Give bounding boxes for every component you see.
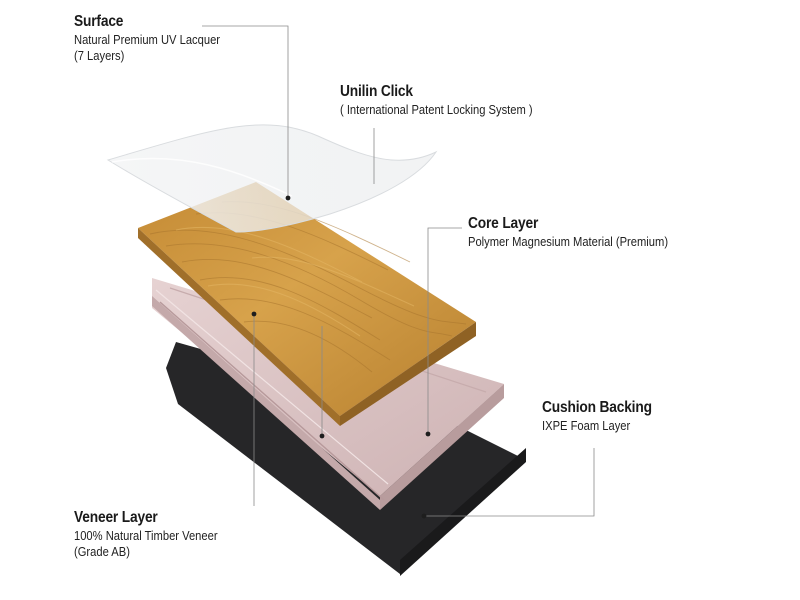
callout-surface-line1: Natural Premium UV Lacquer: [74, 32, 221, 47]
leader-lines: [202, 25, 595, 517]
film-sheet: [106, 124, 438, 233]
callout-cushion-line1: IXPE Foam Layer: [542, 418, 631, 433]
callout-core-line1: Polymer Magnesium Material (Premium): [468, 234, 669, 249]
wood-grain-light: [175, 226, 415, 337]
surface-lacquer-film: [106, 124, 438, 233]
leader-dots: [251, 195, 431, 519]
callout-unilin-title: Unilin Click: [340, 83, 413, 100]
callout-veneer-line2: (Grade AB): [74, 544, 130, 560]
core-groove-2: [155, 289, 389, 485]
callout-veneer-line1: 100% Natural Timber Veneer: [74, 528, 218, 543]
callout-core: Core Layer Polymer Magnesium Material (P…: [468, 214, 701, 250]
callout-core-title: Core Layer: [468, 215, 539, 232]
callout-veneer-title: Veneer Layer: [74, 509, 158, 526]
leader-surface: [202, 25, 289, 198]
dot-core: [425, 431, 431, 437]
film-highlight: [111, 157, 293, 197]
dot-veneer: [251, 311, 257, 317]
core-edge: [380, 384, 504, 510]
leader-cushion: [424, 448, 595, 517]
callout-cushion: Cushion Backing IXPE Foam Layer: [542, 398, 670, 434]
callout-cushion-title: Cushion Backing: [542, 399, 652, 416]
backing-edge: [400, 448, 526, 576]
leader-core: [427, 227, 462, 434]
dot-veneer-branch: [319, 433, 325, 439]
callout-unilin-line1: ( International Patent Locking System ): [340, 102, 533, 117]
core-side: [152, 296, 380, 510]
callout-veneer: Veneer Layer 100% Natural Timber Veneer …: [74, 508, 241, 561]
veneer-edge-side: [138, 228, 340, 426]
dot-surface: [285, 195, 291, 201]
callout-surface-title: Surface: [74, 13, 124, 30]
callout-surface-line2: (7 Layers): [74, 48, 125, 64]
core-groove-1: [159, 301, 385, 501]
wood-grain: [149, 201, 467, 373]
callout-unilin: Unilin Click ( International Patent Lock…: [340, 82, 564, 118]
dot-cushion: [421, 513, 427, 519]
callout-surface: Surface Natural Premium UV Lacquer (7 La…: [74, 12, 244, 65]
veneer-layer: [138, 182, 476, 426]
veneer-edge-front: [340, 322, 476, 426]
